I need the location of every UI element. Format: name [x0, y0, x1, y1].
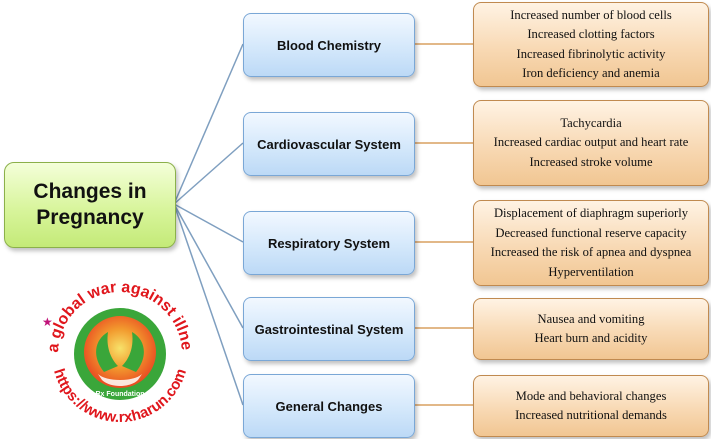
details-general-changes: Mode and behavioral changes Increased nu…: [473, 375, 709, 437]
category-cardiovascular-system: Cardiovascular System: [243, 112, 415, 176]
logo-hand-icon: [98, 374, 142, 386]
category-label: General Changes: [275, 398, 383, 414]
category-label: Blood Chemistry: [276, 37, 381, 53]
category-respiratory-system: Respiratory System: [243, 211, 415, 275]
logo-center-text: Rx Foundation: [96, 391, 145, 398]
detail-item: Increased clotting factors: [527, 27, 655, 41]
logo-leaf-right-icon: [122, 332, 144, 372]
connector-root-cardio: [173, 142, 244, 205]
details-cardiovascular-system: Tachycardia Increased cardiac output and…: [473, 100, 709, 186]
detail-item: Increased number of blood cells: [510, 7, 672, 22]
root-title-line2: Pregnancy: [36, 206, 144, 229]
detail-item: Displacement of diaphragm superiorly: [493, 206, 689, 220]
root-title-line1: Changes in: [33, 180, 147, 203]
logo-leaf-left-icon: [96, 332, 118, 372]
root-node: Changes in Pregnancy: [4, 162, 176, 248]
category-blood-chemistry: Blood Chemistry: [243, 13, 415, 77]
category-label: Gastrointestinal System: [254, 321, 404, 337]
detail-item: Tachycardia: [560, 115, 622, 130]
detail-item: Iron deficiency and anemia: [522, 66, 660, 80]
category-gastrointestinal-system: Gastrointestinal System: [243, 297, 415, 361]
logo-star-icon: ★: [42, 315, 53, 329]
connector-root-resp: [173, 203, 244, 243]
rx-foundation-logo: ★ "...a global war against illness! http…: [32, 262, 195, 426]
detail-item: Decreased functional reserve capacity: [495, 225, 687, 240]
detail-item: Nausea and vomiting: [537, 311, 645, 326]
detail-item: Heart burn and acidity: [534, 331, 648, 345]
connector-root-blood: [173, 43, 244, 205]
detail-item: Increased stroke volume: [529, 154, 653, 169]
connector-root-gastro: [173, 203, 244, 329]
detail-item: Increased nutritional demands: [515, 408, 667, 422]
detail-item: Increased fibrinolytic activity: [516, 46, 666, 61]
details-respiratory-system: Displacement of diaphragm superiorly Dec…: [473, 200, 709, 286]
details-blood-chemistry: Increased number of blood cells Increase…: [473, 2, 709, 87]
category-general-changes: General Changes: [243, 374, 415, 438]
category-label: Cardiovascular System: [257, 136, 401, 152]
connector-root-general: [173, 203, 244, 406]
category-label: Respiratory System: [267, 235, 391, 251]
details-gastrointestinal-system: Nausea and vomiting Heart burn and acidi…: [473, 298, 709, 360]
detail-item: Increased the risk of apnea and dyspnea: [490, 245, 692, 259]
logo-inner-disc: [84, 316, 156, 388]
detail-item: Mode and behavioral changes: [515, 388, 667, 403]
detail-item: Hyperventilation: [548, 264, 634, 279]
detail-item: Increased cardiac output and heart rate: [493, 135, 689, 150]
